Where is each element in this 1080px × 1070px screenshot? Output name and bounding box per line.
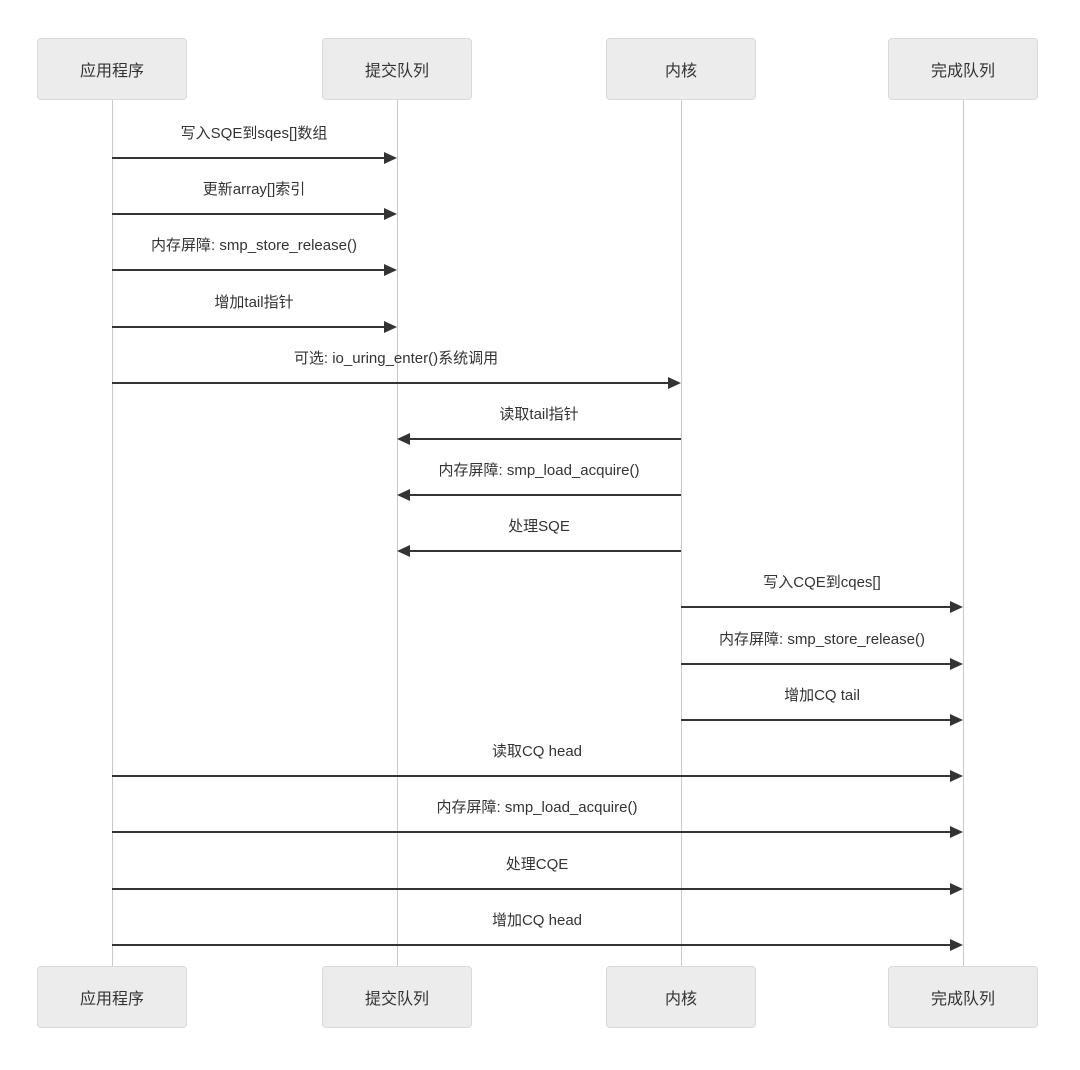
arrowhead-right-icon [950,939,963,951]
actor-application-bottom: 应用程序 [37,966,187,1028]
message-11-label: 增加CQ tail [784,687,860,704]
message-06-label: 读取tail指针 [499,406,579,423]
arrowhead-right-icon [384,264,397,276]
arrowhead-right-icon [950,770,963,782]
lifeline-completion-queue [962,100,964,966]
message-04-label: 增加tail指针 [214,294,294,311]
message-07-arrow [410,494,681,496]
arrowhead-right-icon [384,208,397,220]
message-09-label: 写入CQE到cqes[] [763,574,881,591]
message-08-label: 处理SQE [508,518,570,535]
message-02-label: 更新array[]索引 [202,181,306,198]
message-12-arrow [112,775,950,777]
message-05-arrow [112,382,668,384]
message-09-arrow [681,606,950,608]
message-13-arrow [112,831,950,833]
arrowhead-right-icon [384,152,397,164]
actor-completion-queue-top: 完成队列 [888,38,1038,100]
lifeline-kernel [680,100,682,966]
message-10-arrow [681,663,950,665]
message-13-label: 内存屏障: smp_load_acquire() [436,799,638,816]
message-01-label: 写入SQE到sqes[]数组 [180,125,328,142]
arrowhead-right-icon [668,377,681,389]
message-07-label: 内存屏障: smp_load_acquire() [438,462,640,479]
message-03-label: 内存屏障: smp_store_release() [151,237,357,254]
arrowhead-right-icon [950,601,963,613]
message-14-label: 处理CQE [505,856,569,873]
message-10-label: 内存屏障: smp_store_release() [719,631,925,648]
message-01-arrow [112,157,384,159]
arrowhead-left-icon [397,433,410,445]
arrowhead-right-icon [950,714,963,726]
message-05-label: 可选: io_uring_enter()系统调用 [293,350,499,367]
actor-submit-queue-bottom: 提交队列 [322,966,472,1028]
actor-kernel-top: 内核 [606,38,756,100]
message-06-arrow [410,438,681,440]
arrowhead-left-icon [397,489,410,501]
message-02-arrow [112,213,384,215]
message-15-arrow [112,944,950,946]
actor-completion-queue-bottom: 完成队列 [888,966,1038,1028]
arrowhead-right-icon [384,321,397,333]
arrowhead-left-icon [397,545,410,557]
message-11-arrow [681,719,950,721]
message-08-arrow [410,550,681,552]
actor-submit-queue-top: 提交队列 [322,38,472,100]
arrowhead-right-icon [950,658,963,670]
message-04-arrow [112,326,384,328]
message-03-arrow [112,269,384,271]
lifeline-application [111,100,113,966]
lifeline-submit-queue [396,100,398,966]
arrowhead-right-icon [950,826,963,838]
arrowhead-right-icon [950,883,963,895]
message-12-label: 读取CQ head [491,743,583,760]
message-14-arrow [112,888,950,890]
actor-kernel-bottom: 内核 [606,966,756,1028]
actor-application-top: 应用程序 [37,38,187,100]
message-15-label: 增加CQ head [491,912,583,929]
